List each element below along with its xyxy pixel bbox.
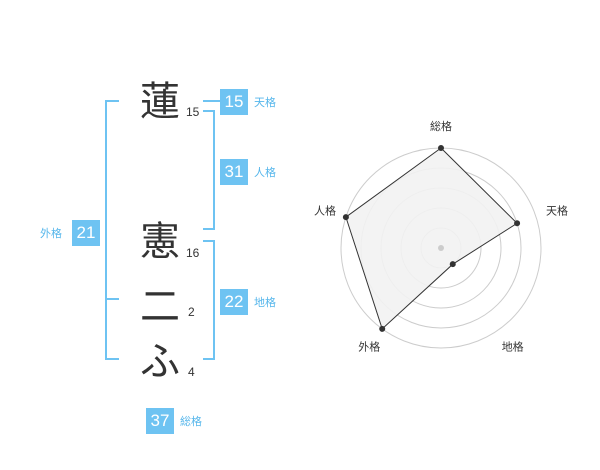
outer-bracket-bottom-tick bbox=[105, 358, 119, 360]
jinkaku-bracket-bottom-tick bbox=[203, 228, 215, 230]
chikaku-bracket-vertical bbox=[213, 240, 215, 360]
radar-point-2 bbox=[514, 220, 521, 227]
radar-axis-label-5: 人格 bbox=[314, 203, 336, 217]
stroke-count-4: 4 bbox=[188, 365, 195, 379]
radar-point-5 bbox=[342, 214, 349, 221]
name-char-3: 二 bbox=[140, 284, 180, 330]
tenkaku-label: 天格 bbox=[254, 96, 276, 109]
jinkaku-bracket-top-tick bbox=[203, 110, 215, 112]
jinkaku-label: 人格 bbox=[254, 166, 276, 179]
name-char-1: 蓮 bbox=[140, 79, 180, 125]
name-char-2: 憲 bbox=[140, 219, 180, 265]
radar-axis-label-1: 総格 bbox=[430, 119, 452, 133]
stroke-count-1: 15 bbox=[186, 105, 200, 119]
tenkaku-value-badge: 15 bbox=[220, 89, 248, 115]
outer-bracket-top-tick bbox=[105, 100, 119, 102]
chikaku-value-badge: 22 bbox=[220, 289, 248, 315]
name-char-4: ふ bbox=[140, 339, 180, 385]
outer-bracket-vertical bbox=[105, 100, 107, 360]
stroke-count-2: 16 bbox=[186, 246, 200, 260]
gaikaku-value-badge: 21 bbox=[72, 220, 100, 246]
radar-data-area bbox=[345, 147, 518, 330]
radar-point-3 bbox=[449, 261, 456, 268]
jinkaku-value-badge: 31 bbox=[220, 159, 248, 185]
soukaku-label: 総格 bbox=[180, 415, 202, 428]
jinkaku-bracket-vertical bbox=[213, 110, 215, 230]
chikaku-bracket-top-tick bbox=[203, 240, 215, 242]
outer-bracket-mid-tick bbox=[105, 298, 119, 300]
name-fortune-diagram: 蓮 15 憲 16 二 2 ふ 4 15 天格 31 人格 22 地格 外格 2… bbox=[40, 79, 276, 434]
chikaku-label: 地格 bbox=[254, 296, 276, 309]
radar-axis-label-4: 外格 bbox=[358, 340, 380, 354]
radar-axis-label-3: 地格 bbox=[502, 340, 524, 354]
soukaku-value-badge: 37 bbox=[146, 408, 174, 434]
tenkaku-connector bbox=[203, 100, 220, 102]
gaikaku-label: 外格 bbox=[40, 227, 62, 240]
radar-axis-label-2: 天格 bbox=[546, 203, 568, 217]
radar-point-4 bbox=[379, 325, 386, 332]
stroke-count-3: 2 bbox=[188, 305, 195, 319]
radar-point-1 bbox=[438, 145, 444, 151]
chikaku-bracket-bottom-tick bbox=[203, 358, 215, 360]
radar-center-dot bbox=[438, 245, 444, 251]
